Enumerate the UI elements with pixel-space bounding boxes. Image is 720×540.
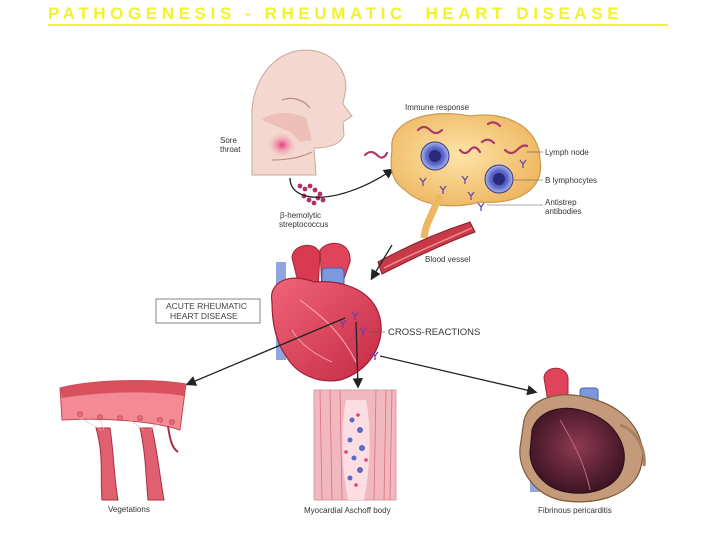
label-blood-vessel: Blood vessel <box>425 255 471 264</box>
aschoff-body-illustration <box>313 389 397 501</box>
label-lymph-node: Lymph node <box>545 148 589 157</box>
arrow-heart-to-pericarditis <box>379 355 538 396</box>
vegetations-illustration <box>59 380 187 501</box>
label-antibodies: antibodies <box>545 207 581 216</box>
streptococcus-chains <box>297 183 326 206</box>
acute-rhd-box <box>155 298 261 324</box>
label-antistrep: Antistrep <box>545 198 577 207</box>
head-profile-illustration <box>251 49 353 176</box>
label-b-lymphocytes: B lymphocytes <box>545 176 597 185</box>
arrow-throat-to-lymph <box>289 168 395 198</box>
label-heart-disease: HEART DISEASE <box>170 311 238 321</box>
label-aschoff-body: Myocardial Aschoff body <box>304 506 391 515</box>
arrow-vessel-to-heart <box>370 244 393 281</box>
label-beta-hemolytic: β-hemolytic <box>280 211 321 220</box>
label-streptococcus: streptococcus <box>279 220 328 229</box>
page-title: PATHOGENESIS - RHEUMATIC HEART DISEASE <box>48 4 668 26</box>
pericarditis-illustration <box>519 367 646 503</box>
arrow-heart-to-aschoff <box>352 321 363 389</box>
label-vegetations: Vegetations <box>108 505 150 514</box>
heart-illustration <box>270 242 382 382</box>
label-sore: Sore <box>220 136 237 145</box>
blood-vessel-illustration <box>377 193 476 275</box>
label-acute-rheumatic: ACUTE RHEUMATIC <box>166 301 247 311</box>
arrow-heart-to-vegetations <box>185 317 346 386</box>
lymph-node-illustration <box>363 113 542 211</box>
label-cross-reactions: CROSS-REACTIONS <box>388 327 480 338</box>
label-throat: throat <box>220 145 241 154</box>
label-fibrinous-pericarditis: Fibrinous pericarditis <box>538 506 612 515</box>
label-immune-response: Immune response <box>405 103 470 112</box>
